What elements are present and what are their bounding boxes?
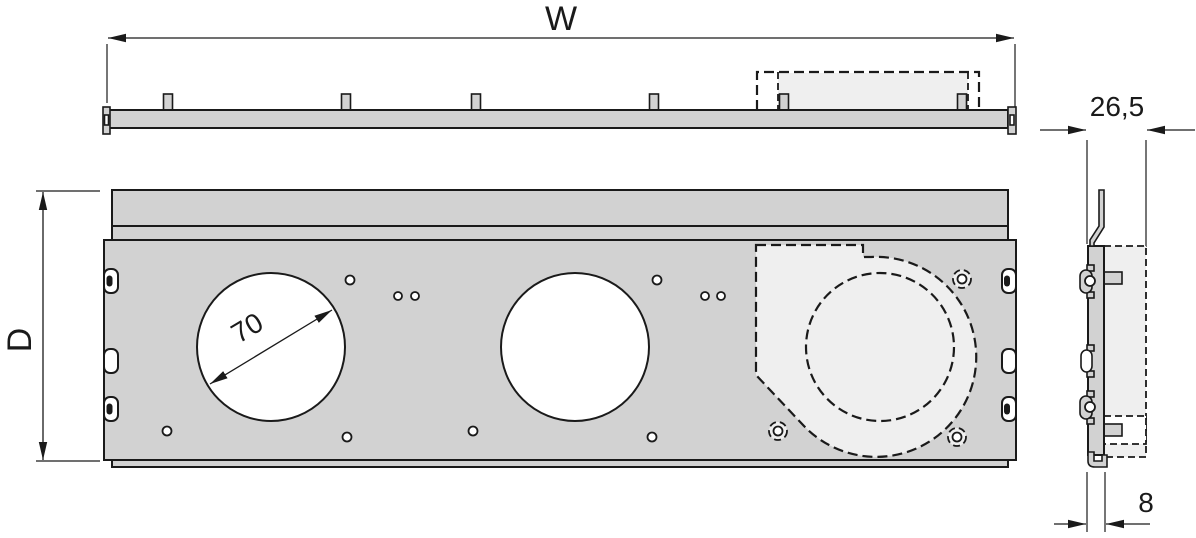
front-view: D — [1, 189, 1017, 468]
hole — [344, 274, 356, 286]
fan-top-fill — [778, 73, 968, 110]
fan-top-dashed-box — [755, 70, 981, 110]
tab — [956, 93, 968, 112]
lug-bump — [1080, 349, 1093, 373]
side-lugs — [1079, 264, 1096, 425]
hole — [716, 291, 726, 301]
fan-top-outline — [755, 70, 981, 110]
hole — [646, 431, 658, 443]
hole — [467, 425, 479, 437]
slot-latch-mark — [106, 275, 113, 287]
plate-top-band — [111, 189, 1009, 227]
dimension-d: D — [1, 190, 100, 462]
depth-dimension-label: D — [1, 328, 39, 353]
top-view-bar — [105, 109, 1009, 129]
top-view: W — [102, 0, 1017, 135]
tab — [470, 93, 482, 112]
top-view-left-cap — [102, 106, 111, 135]
slot-latch-mark — [1004, 403, 1010, 415]
tab — [340, 93, 352, 112]
top-view-right-cap — [1007, 106, 1017, 135]
diameter-arrow — [209, 309, 333, 385]
fan-mounting-ear — [947, 427, 967, 447]
hole — [651, 274, 663, 286]
fan-scroll-body — [754, 243, 978, 458]
hole — [393, 291, 403, 301]
edge-slot — [1001, 348, 1017, 374]
mounting-holes — [161, 274, 726, 443]
tab — [162, 93, 174, 112]
hole — [341, 431, 353, 443]
flange-thickness-dimension-label: 8 — [1138, 487, 1154, 518]
slot-latch-mark — [106, 403, 113, 415]
fan-cutout-circle-2 — [500, 272, 650, 422]
dimension-26-5: 26,5 — [1040, 91, 1195, 247]
lug-hole — [1084, 275, 1096, 287]
slot-latch-mark — [1004, 275, 1010, 287]
width-dimension-label: W — [545, 0, 577, 38]
hole — [161, 425, 173, 437]
fan-side-dashed-box — [1104, 245, 1147, 458]
side-view: 26,5 — [1040, 91, 1195, 532]
side-depth-dimension-label: 26,5 — [1090, 91, 1145, 122]
plate-bottom-strip — [111, 459, 1009, 468]
edge-slot — [103, 348, 119, 374]
right-edge-slots — [1001, 268, 1017, 422]
fan-side-notch — [1103, 415, 1147, 445]
dimension-8: 8 — [1054, 472, 1154, 532]
fan-side-outline — [1103, 245, 1147, 458]
tab — [778, 93, 790, 112]
left-edge-slots — [103, 268, 119, 422]
fan-inlet-dashed-circle — [804, 271, 956, 423]
fan-mounting-ear — [768, 421, 788, 441]
plate-top-band-thin — [111, 225, 1009, 241]
retention-tab — [1103, 271, 1123, 285]
dimension-w: W — [106, 0, 1016, 116]
lug-hole — [1084, 401, 1096, 413]
bottom-foot — [1087, 451, 1108, 468]
tab — [648, 93, 660, 112]
hole — [700, 291, 710, 301]
fan-mounting-ear — [952, 269, 972, 289]
retention-tab — [1103, 423, 1123, 437]
hole — [410, 291, 420, 301]
fan-front-outline — [754, 243, 978, 458]
top-bent-tab — [1089, 189, 1105, 247]
